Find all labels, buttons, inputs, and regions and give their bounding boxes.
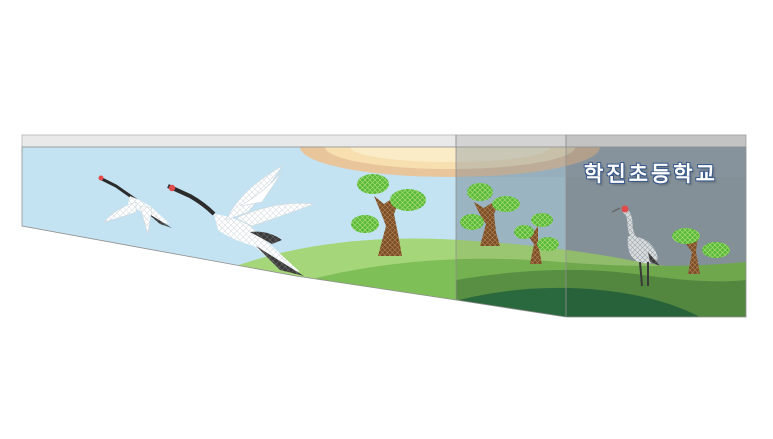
rolling-hills bbox=[230, 147, 746, 317]
wall-outline bbox=[21, 135, 747, 318]
pine-tree-icon bbox=[351, 174, 426, 256]
flying-crane-icon bbox=[98, 175, 172, 235]
mural-scene bbox=[22, 147, 746, 317]
pine-tree-icon bbox=[672, 228, 730, 274]
flying-crane-icon bbox=[167, 165, 315, 276]
school-name-title: 학진초등학교 bbox=[584, 162, 718, 186]
standing-crane-icon bbox=[611, 205, 660, 287]
pine-tree-icon bbox=[460, 183, 520, 246]
wall-top-cap bbox=[21, 134, 747, 148]
pine-tree-icon bbox=[514, 213, 559, 264]
setting-sun bbox=[300, 147, 746, 177]
